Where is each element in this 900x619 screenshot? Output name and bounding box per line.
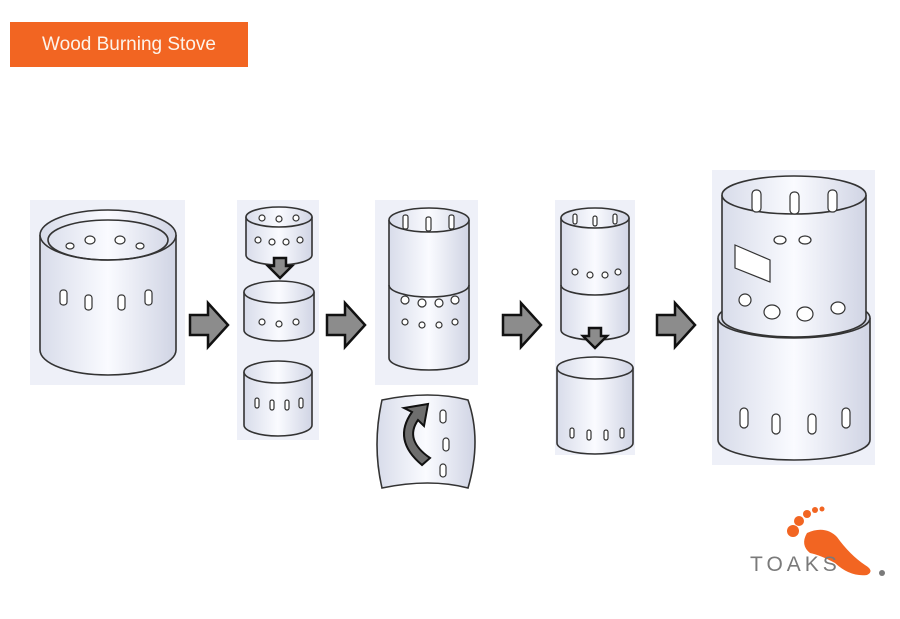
stove-packed [30, 200, 185, 385]
footprint-icon [787, 506, 885, 576]
rotate-arrow-icon [400, 402, 432, 467]
stove-assembled [712, 170, 875, 465]
arrow-down-icon [579, 326, 611, 350]
slide-title: Wood Burning Stove [10, 22, 248, 67]
stove-parts-stacked [237, 200, 319, 440]
stove-tall-and-rolled-sheet [375, 200, 478, 489]
arrow-right-icon [501, 299, 543, 351]
arrow-right-icon [325, 299, 367, 351]
arrow-down-icon [264, 256, 296, 280]
stove-insert-into-base [555, 200, 635, 455]
arrow-right-icon [655, 299, 697, 351]
logo-text: TOAKS [750, 553, 841, 576]
toaks-logo: TOAKS [745, 505, 895, 585]
arrow-right-icon [188, 299, 230, 351]
